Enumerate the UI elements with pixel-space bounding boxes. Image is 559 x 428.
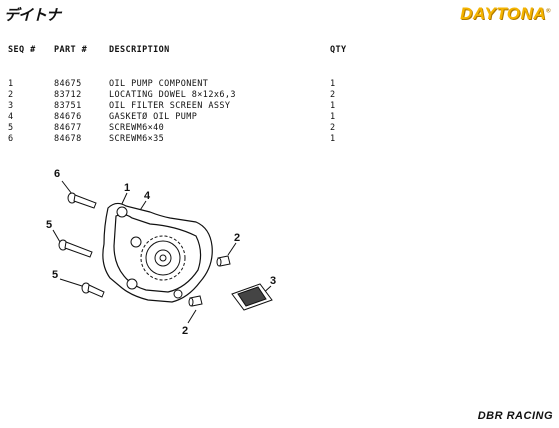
callout-1: 1	[124, 182, 130, 194]
cell-part: 83712	[54, 90, 82, 100]
table-row: 6 84678 SCREWM6×35 1	[0, 134, 559, 145]
table-row: 3 83751 OIL FILTER SCREEN ASSY 1	[0, 101, 559, 112]
cell-seq: 6	[8, 134, 14, 144]
registered-mark: ®	[546, 8, 551, 15]
column-header-part: PART #	[54, 45, 88, 55]
table-row: 5 84677 SCREWM6×40 2	[0, 123, 559, 134]
cell-seq: 2	[8, 90, 14, 100]
cell-description: LOCATING DOWEL 8×12x6,3	[109, 90, 236, 100]
callout-2-right: 2	[234, 232, 240, 244]
cell-seq: 5	[8, 123, 14, 133]
cell-description: SCREWM6×35	[109, 134, 165, 144]
daytona-katakana-logo: デイトナ	[4, 6, 61, 24]
cell-description: OIL PUMP COMPONENT	[109, 79, 209, 89]
cell-description: GASKETØ OIL PUMP	[109, 112, 198, 122]
table-row: 4 84676 GASKETØ OIL PUMP 1	[0, 112, 559, 123]
dbr-racing-logo: DBR RACING	[477, 410, 553, 422]
cell-seq: 1	[8, 79, 14, 89]
cell-seq: 4	[8, 112, 14, 122]
cell-qty: 1	[330, 101, 336, 111]
callout-5-upper: 5	[46, 219, 52, 231]
exploded-parts-diagram: 6 1 4 5 2 5 3 2	[46, 168, 276, 337]
locating-dowel-part	[188, 295, 203, 307]
cell-qty: 1	[330, 112, 336, 122]
cell-qty: 2	[330, 90, 336, 100]
daytona-logo: DAYTONA®	[460, 4, 551, 24]
mounting-holes	[116, 206, 183, 299]
table-row: 1 84675 OIL PUMP COMPONENT 1	[0, 79, 559, 90]
screw-m6x40-part	[58, 239, 93, 258]
cell-part: 84675	[54, 79, 82, 89]
daytona-logo-text: DAYTONA	[460, 4, 547, 23]
cell-part: 83751	[54, 101, 82, 111]
screw-m6x40-part	[81, 282, 105, 298]
cell-part: 84676	[54, 112, 82, 122]
callout-5-lower: 5	[52, 269, 58, 281]
cell-description: OIL FILTER SCREEN ASSY	[109, 101, 231, 111]
cell-part: 84677	[54, 123, 82, 133]
table-row: 2 83712 LOCATING DOWEL 8×12x6,3 2	[0, 90, 559, 101]
cell-qty: 1	[330, 79, 336, 89]
oil-pump-gear-part	[140, 235, 186, 281]
cell-part: 84678	[54, 134, 82, 144]
column-header-description: DESCRIPTION	[109, 45, 170, 55]
cell-description: SCREWM6×40	[109, 123, 165, 133]
column-header-qty: QTY	[330, 45, 347, 55]
callout-4: 4	[144, 190, 151, 202]
cell-qty: 1	[330, 134, 336, 144]
oil-filter-screen-part	[231, 283, 273, 311]
callout-2-bottom: 2	[182, 325, 188, 337]
table-header: SEQ # PART # DESCRIPTION QTY	[0, 45, 559, 56]
locating-dowel-part	[216, 255, 231, 267]
column-header-seq: SEQ #	[8, 45, 36, 55]
cell-seq: 3	[8, 101, 14, 111]
callout-6: 6	[54, 168, 60, 180]
callout-3: 3	[270, 275, 276, 287]
screw-m6x35-part	[67, 192, 97, 209]
cell-qty: 2	[330, 123, 336, 133]
